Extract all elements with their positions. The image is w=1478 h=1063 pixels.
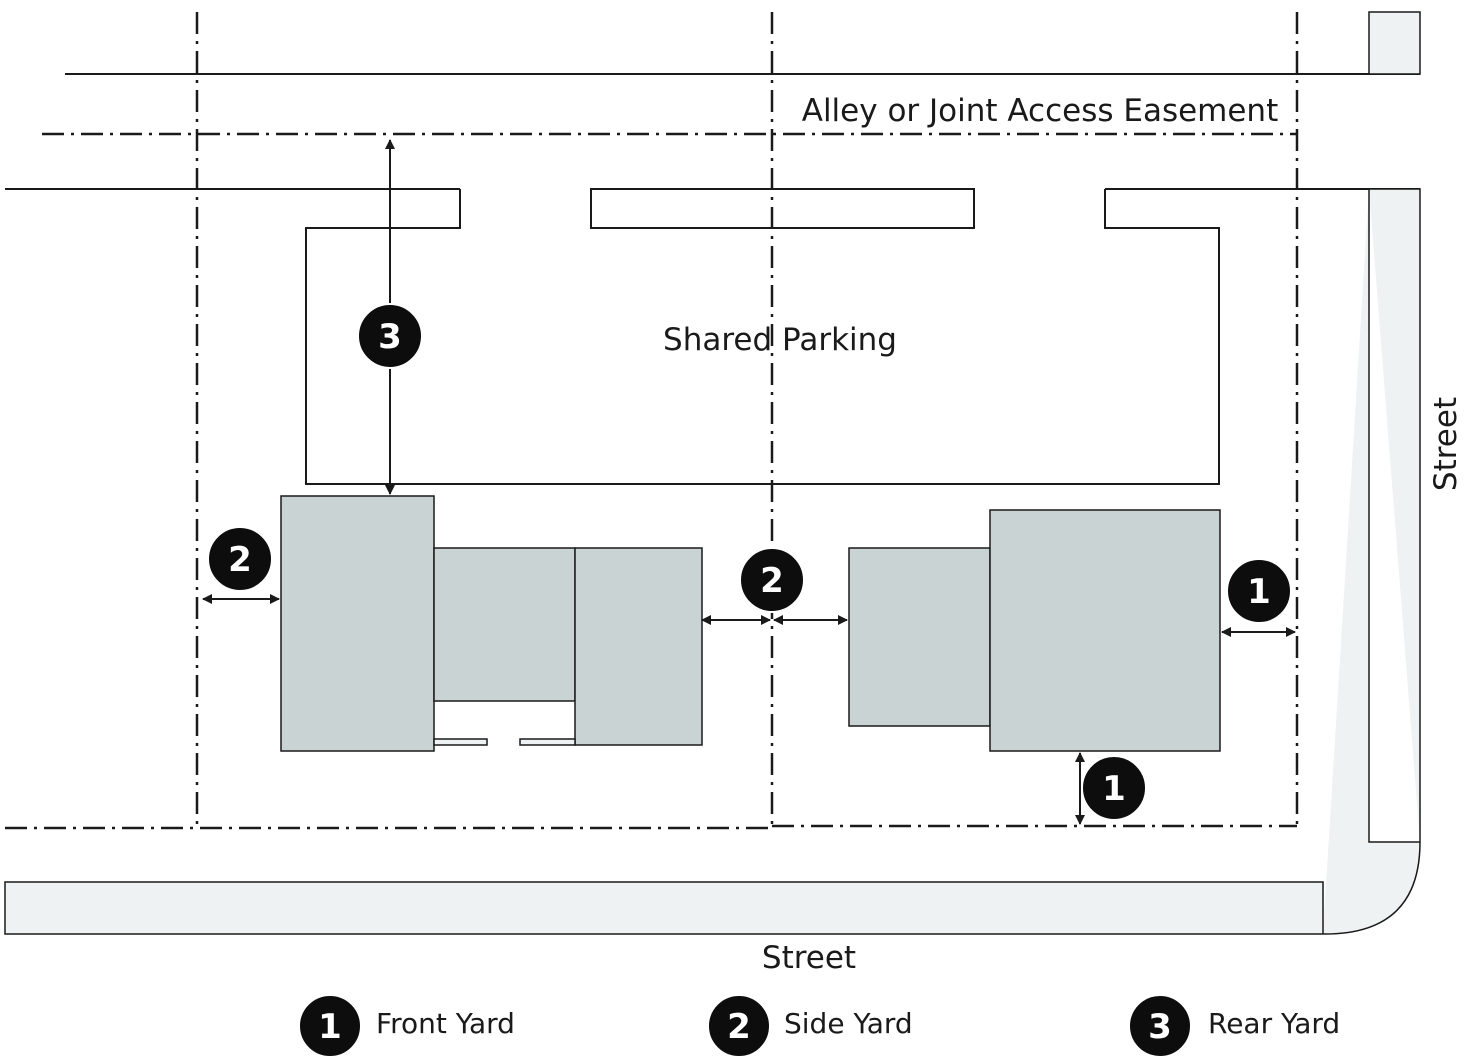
shared-parking-outline [305, 189, 1220, 485]
svg-text:1: 1 [318, 1007, 342, 1047]
building-left-main [280, 495, 435, 752]
street-bottom-label: Street [762, 940, 856, 976]
sidewalk-right-corner [4, 188, 1421, 935]
parking-island [590, 188, 975, 229]
svg-text:2: 2 [228, 540, 252, 580]
svg-text:1: 1 [1102, 769, 1126, 809]
building-right-main [989, 509, 1221, 752]
building-left-east [574, 547, 703, 746]
legend: 1 Front Yard 2 Side Yard 3 Rear Yard [298, 994, 1340, 1058]
svg-text:3: 3 [378, 317, 402, 357]
legend-item-rear-yard: 3 Rear Yard [1128, 994, 1340, 1058]
rear-yard-marker: 3 [357, 303, 423, 369]
front-yard-marker-bottom: 1 [1081, 755, 1147, 821]
legend-label-rear-yard: Rear Yard [1208, 1007, 1340, 1040]
building-left-middle [433, 547, 576, 702]
side-yard-marker-left: 2 [207, 526, 273, 592]
svg-text:2: 2 [727, 1007, 751, 1047]
street-right-label: Street [1428, 397, 1464, 491]
left-entry-step-1 [433, 738, 488, 746]
sidewalk-right-upper [1368, 11, 1421, 75]
shared-parking-label: Shared Parking [663, 322, 897, 358]
svg-text:3: 3 [1148, 1007, 1172, 1047]
legend-label-front-yard: Front Yard [376, 1007, 515, 1040]
legend-item-side-yard: 2 Side Yard [707, 994, 913, 1058]
legend-label-side-yard: Side Yard [784, 1007, 913, 1040]
alley-label: Alley or Joint Access Easement [802, 93, 1279, 129]
front-yard-marker-right: 1 [1226, 558, 1292, 624]
left-entry-step-2 [519, 738, 576, 746]
building-right-west [848, 547, 991, 727]
side-yard-marker-center: 2 [739, 547, 805, 613]
svg-text:1: 1 [1247, 572, 1271, 612]
legend-item-front-yard: 1 Front Yard [298, 994, 515, 1058]
svg-text:2: 2 [760, 561, 784, 601]
